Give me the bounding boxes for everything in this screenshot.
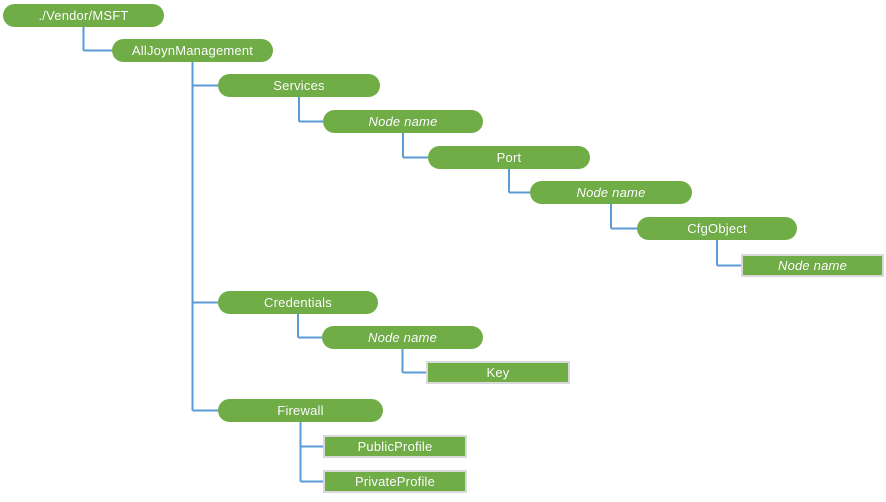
tree-node-alljoyn-management: AllJoynManagement	[112, 39, 273, 62]
tree-node-services-node-name: Node name	[323, 110, 483, 133]
tree-node-private-profile: PrivateProfile	[323, 470, 467, 493]
tree-node-key: Key	[426, 361, 570, 384]
tree-connector-path	[82, 27, 741, 483]
tree-node-vendor-msft: ./Vendor/MSFT	[3, 4, 164, 27]
tree-node-public-profile: PublicProfile	[323, 435, 467, 458]
tree-node-cfg-object: CfgObject	[637, 217, 797, 240]
tree-node-services: Services	[218, 74, 380, 97]
tree-node-port: Port	[428, 146, 590, 169]
tree-node-firewall: Firewall	[218, 399, 383, 422]
tree-node-cfg-node-name: Node name	[741, 254, 884, 277]
tree-node-credentials: Credentials	[218, 291, 378, 314]
tree-node-credentials-node-name: Node name	[322, 326, 483, 349]
tree-node-port-node-name: Node name	[530, 181, 692, 204]
